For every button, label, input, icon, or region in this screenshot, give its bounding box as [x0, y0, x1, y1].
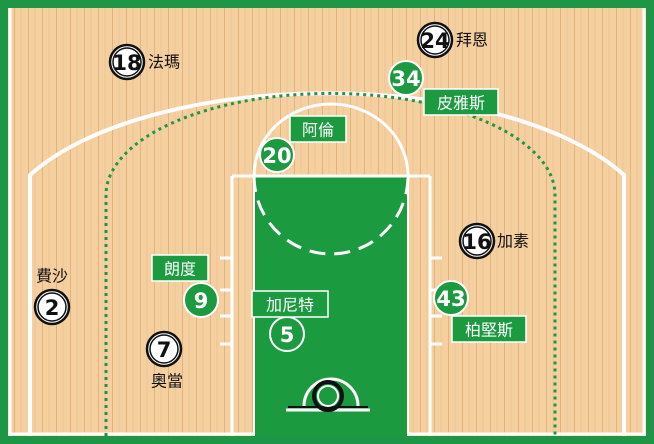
player-16: 16 加素 — [458, 222, 529, 260]
player-number: 16 — [462, 230, 491, 254]
player-marker-circle — [33, 288, 71, 326]
player-number: 20 — [262, 144, 291, 168]
player-name: 奧當 — [151, 372, 183, 391]
player-marker-inner-ring — [37, 292, 67, 322]
free-throw-circle-bottom — [252, 175, 410, 256]
player-name: 朗度 — [164, 260, 196, 279]
player-name: 加尼特 — [266, 296, 314, 315]
player-name: 柏堅斯 — [465, 321, 513, 340]
player-name-tag — [451, 315, 527, 343]
player-marker-inner-ring — [112, 47, 142, 77]
basket-rim — [312, 380, 344, 412]
player-34: 34 皮雅斯 — [388, 60, 499, 116]
player-marker-inner-ring — [149, 334, 179, 364]
player-number: 43 — [436, 287, 465, 311]
player-number: 2 — [45, 296, 60, 320]
player-marker-circle — [458, 222, 496, 260]
player-name: 費沙 — [36, 267, 68, 286]
player-number: 24 — [420, 29, 449, 53]
player-number: 9 — [194, 289, 209, 313]
player-name: 阿倫 — [302, 121, 334, 140]
player-name-tag — [251, 290, 329, 318]
player-number: 7 — [157, 338, 172, 362]
player-name-tag — [151, 254, 209, 282]
three-point-line — [28, 91, 626, 436]
player-number: 18 — [112, 51, 141, 75]
player-18: 18 法瑪 — [108, 43, 180, 81]
player-2: 2 費沙 — [33, 267, 71, 326]
player-number: 34 — [391, 67, 420, 91]
player-name: 皮雅斯 — [437, 94, 485, 113]
player-number: 5 — [280, 323, 295, 347]
player-marker-circle — [259, 137, 295, 173]
player-marker-circle — [433, 280, 469, 316]
player-24: 24 拜恩 — [416, 21, 488, 59]
dotted-arc-line — [104, 91, 557, 436]
player-name: 拜恩 — [456, 31, 488, 50]
player-marker-circle — [416, 21, 454, 59]
player-name: 加素 — [497, 232, 529, 251]
player-marker-inner-ring — [462, 226, 492, 256]
player-marker-circle — [388, 60, 424, 96]
player-marker-inner-ring — [420, 25, 450, 55]
player-9: 9 朗度 — [151, 254, 219, 318]
player-name-tag — [289, 115, 347, 143]
free-throw-circle-top — [252, 102, 410, 177]
player-name: 法瑪 — [148, 53, 180, 72]
restricted-area-arc — [302, 377, 360, 407]
basket-rim-inner — [317, 385, 339, 407]
player-marker-circle — [145, 330, 183, 368]
player-marker-circle — [108, 43, 146, 81]
player-20: 20 阿倫 — [259, 115, 347, 173]
player-5: 5 加尼特 — [251, 290, 329, 352]
player-7: 7 奧當 — [145, 330, 183, 391]
player-name-tag — [423, 88, 499, 116]
player-marker-circle — [183, 282, 219, 318]
